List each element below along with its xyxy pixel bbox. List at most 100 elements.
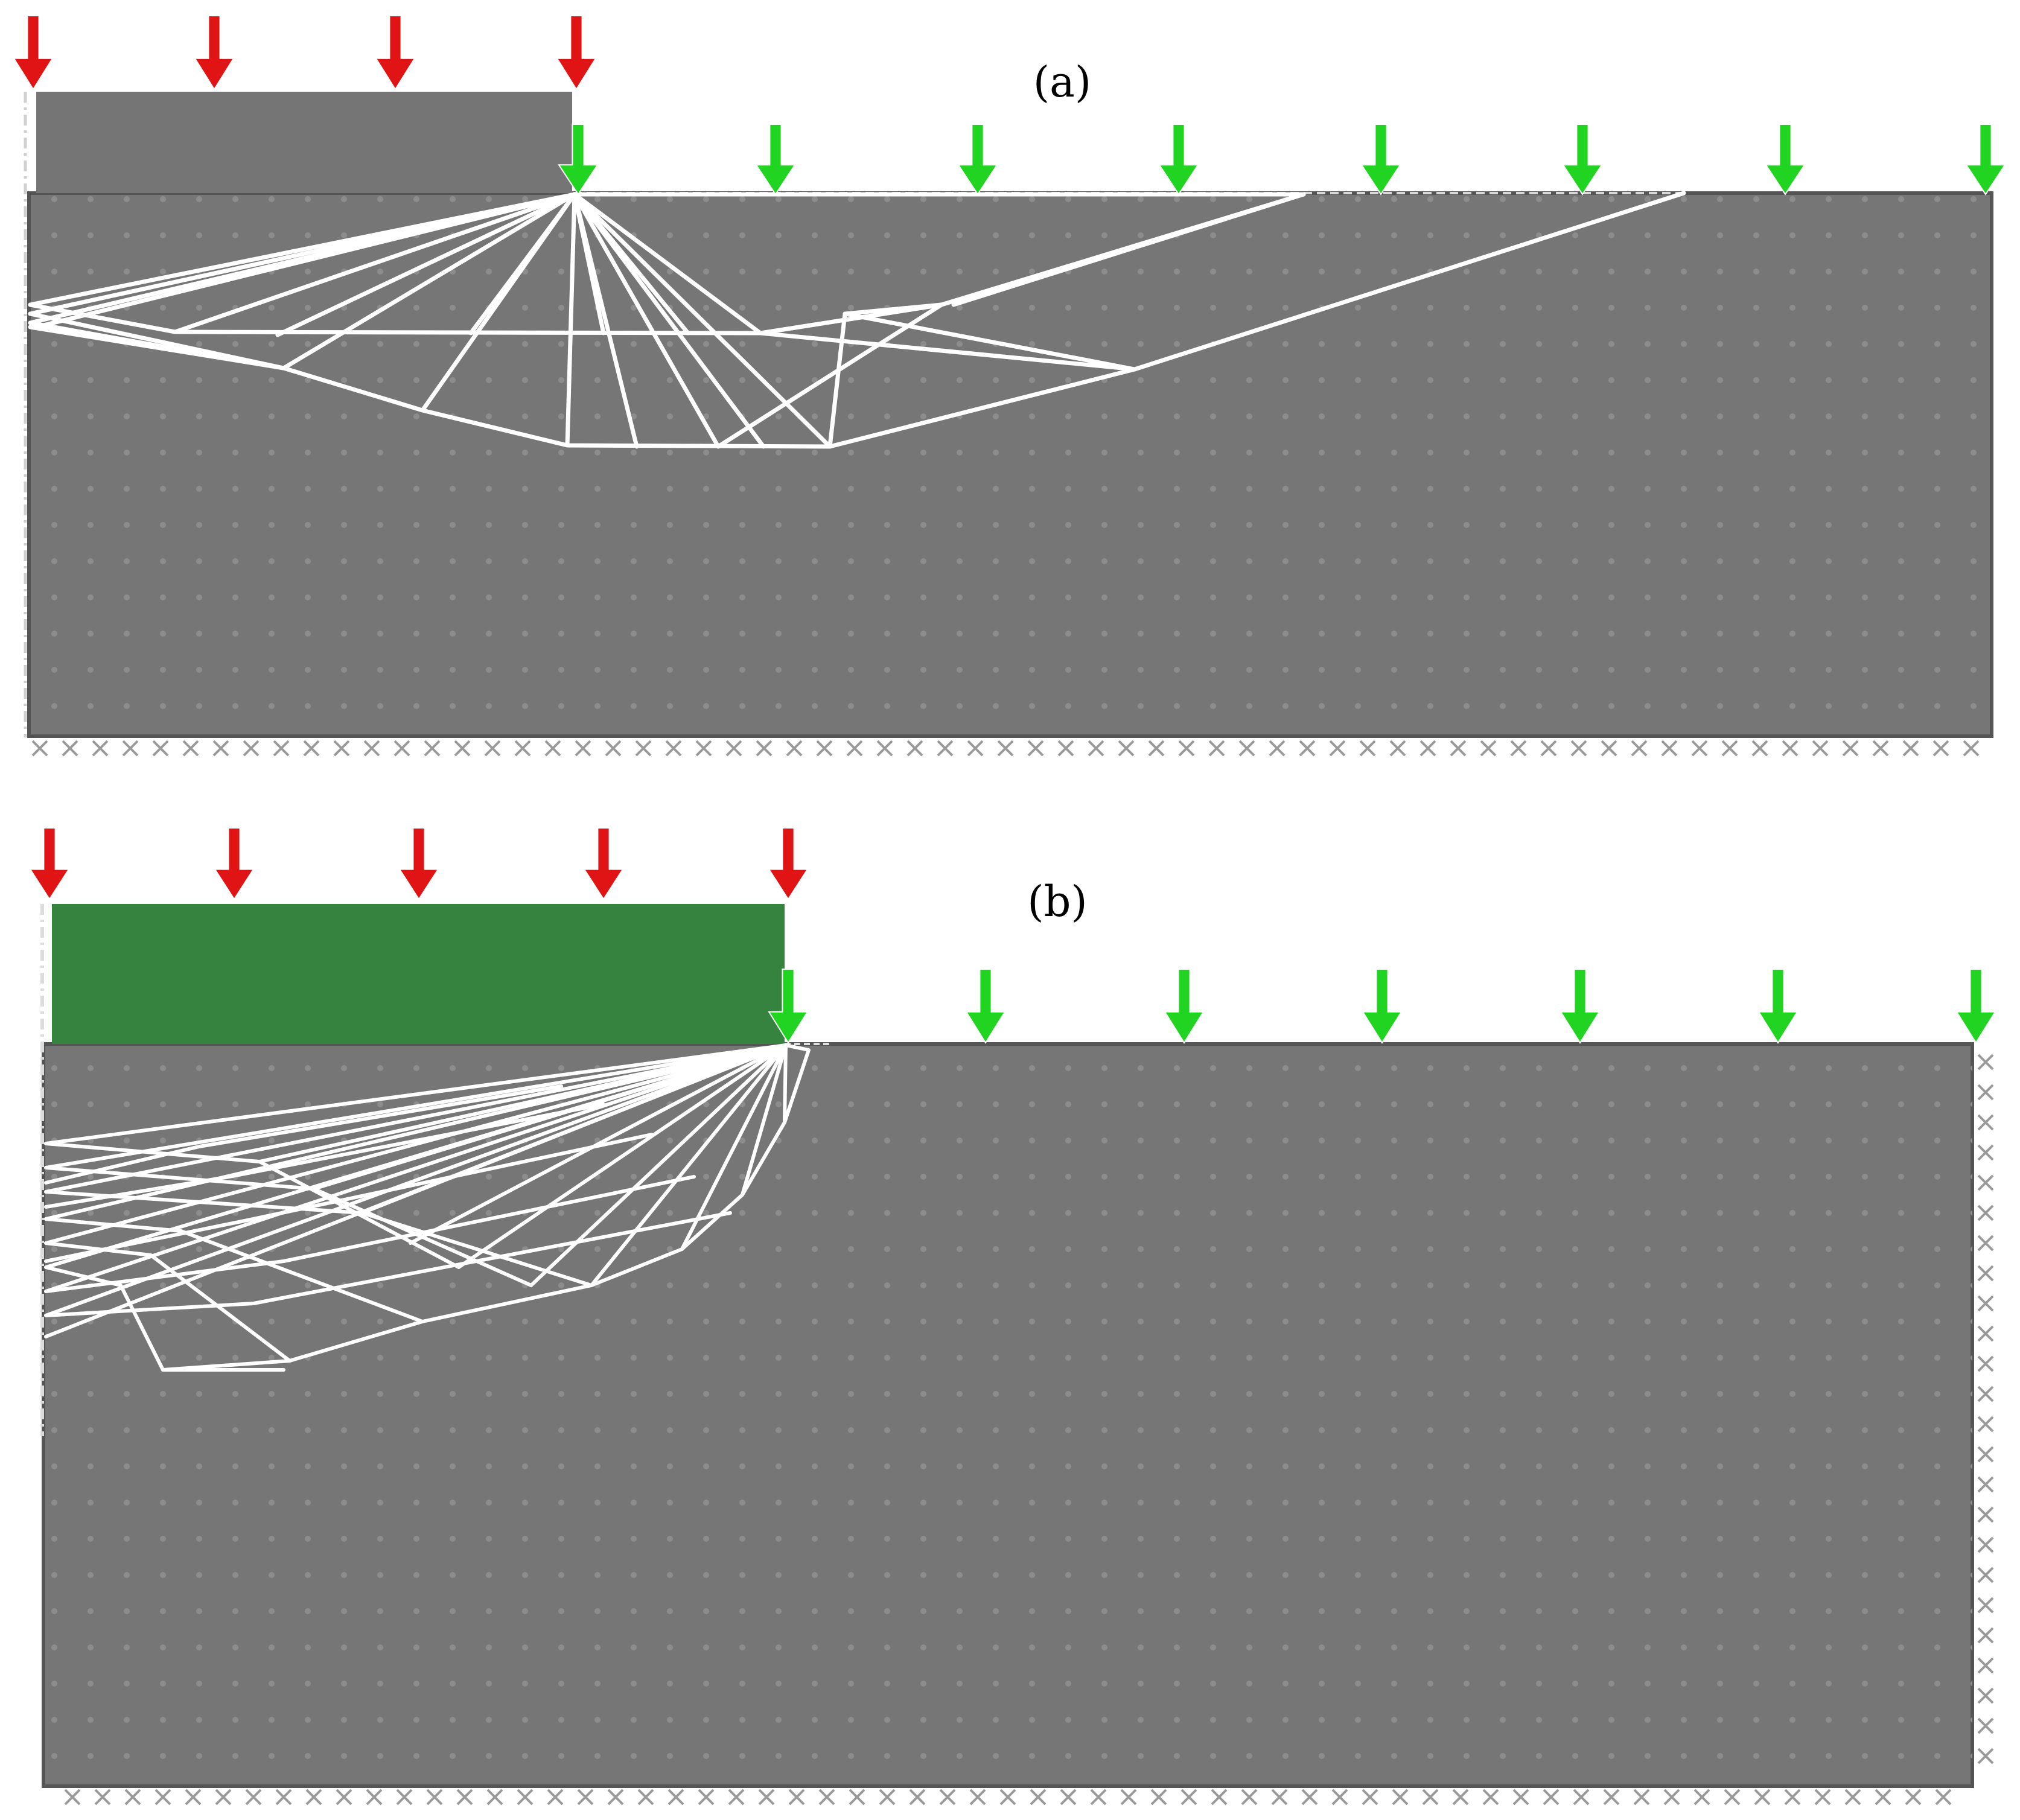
- mesh-ray-a: [468, 192, 577, 336]
- mesh-ray-a: [572, 192, 766, 449]
- cross-mark-icon: [846, 740, 863, 757]
- red-down-arrow-icon: [556, 15, 597, 91]
- cross-mark-icon: [454, 740, 471, 757]
- cross-mark-icon: [967, 740, 984, 757]
- cross-mark-icon: [1027, 740, 1044, 757]
- cross-mark-icon: [665, 740, 682, 757]
- green-down-arrow-icon: [1965, 124, 2006, 196]
- cross-mark-icon: [92, 740, 109, 757]
- cross-mark-icon: [1977, 1446, 1994, 1463]
- green-down-arrow-icon: [755, 124, 796, 196]
- footing-load-arrows-a: [13, 15, 597, 91]
- cross-mark-icon: [1512, 1789, 1529, 1806]
- mesh-line-a: [716, 302, 944, 449]
- cross-mark-icon: [818, 1789, 835, 1806]
- cross-mark-icon: [1977, 1355, 1994, 1372]
- mesh-ray-b: [783, 1043, 788, 1124]
- mesh-ray-b: [457, 1043, 788, 1269]
- cross-mark-icon: [667, 1789, 684, 1806]
- cross-mark-icon: [122, 740, 139, 757]
- cross-mark-icon: [1060, 1789, 1077, 1806]
- cross-mark-icon: [486, 1789, 503, 1806]
- soil-dots-b: [43, 1044, 1972, 1786]
- cross-mark-icon: [1977, 1476, 1994, 1493]
- cross-mark-icon: [426, 1789, 443, 1806]
- cross-mark-icon: [182, 740, 199, 757]
- mesh-line-b: [44, 1211, 732, 1317]
- mesh-line-b: [44, 1166, 533, 1287]
- cross-mark-icon: [1693, 1789, 1710, 1806]
- fixity-marks-a: [31, 740, 1980, 757]
- cross-mark-icon: [544, 740, 561, 757]
- cross-mark-icon: [1180, 1789, 1197, 1806]
- red-down-arrow-icon: [583, 827, 624, 900]
- panel-label-b: (b): [1027, 877, 1087, 926]
- mesh-line-b: [44, 1241, 292, 1363]
- cross-mark-icon: [484, 740, 501, 757]
- mesh-line-a: [28, 311, 286, 371]
- cross-mark-icon: [876, 740, 893, 757]
- cross-mark-icon: [788, 1789, 805, 1806]
- mesh-ray-b: [529, 1043, 788, 1287]
- mesh-line-b: [44, 1217, 424, 1323]
- cross-mark-icon: [999, 1789, 1016, 1806]
- cross-mark-icon: [1782, 740, 1799, 757]
- mesh-ray-b: [360, 1043, 788, 1215]
- cross-mark-icon: [1977, 1325, 1994, 1342]
- cross-mark-icon: [1150, 1789, 1167, 1806]
- cross-mark-icon: [1814, 1789, 1831, 1806]
- red-down-arrow-icon: [375, 15, 416, 91]
- cross-mark-icon: [124, 1789, 141, 1806]
- cross-mark-icon: [1030, 1789, 1047, 1806]
- cross-mark-icon: [1977, 1748, 1994, 1764]
- cross-mark-icon: [575, 740, 591, 757]
- cross-mark-icon: [607, 1789, 624, 1806]
- cross-mark-icon: [1977, 1084, 1994, 1101]
- cross-mark-icon: [273, 740, 290, 757]
- mesh-ray-a: [572, 192, 690, 336]
- cross-mark-icon: [786, 740, 803, 757]
- cross-mark-icon: [212, 740, 229, 757]
- cross-mark-icon: [245, 1789, 262, 1806]
- green-down-arrow-icon: [1158, 124, 1199, 196]
- cross-mark-icon: [456, 1789, 473, 1806]
- cross-mark-icon: [1905, 1789, 1922, 1806]
- cross-mark-icon: [1118, 740, 1135, 757]
- cross-mark-icon: [1977, 1174, 1994, 1191]
- footing-a: [36, 92, 572, 193]
- cross-mark-icon: [1754, 1789, 1771, 1806]
- mesh-line-a: [843, 302, 944, 316]
- red-down-arrow-icon: [768, 827, 809, 900]
- cross-mark-icon: [155, 1789, 171, 1806]
- cross-mark-icon: [185, 1789, 202, 1806]
- cross-mark-icon: [1271, 1789, 1288, 1806]
- cross-mark-icon: [1977, 1265, 1994, 1282]
- cross-mark-icon: [1178, 740, 1195, 757]
- mesh-ray-a: [572, 192, 763, 336]
- red-down-arrow-icon: [29, 827, 70, 900]
- mesh-ray-a: [275, 192, 577, 337]
- cross-mark-icon: [1977, 1054, 1994, 1071]
- cross-mark-icon: [1540, 740, 1557, 757]
- cross-mark-icon: [969, 1789, 986, 1806]
- cross-mark-icon: [94, 1789, 111, 1806]
- cross-mark-icon: [514, 740, 531, 757]
- mesh-ray-b: [44, 1043, 788, 1293]
- green-down-arrow-icon: [1560, 969, 1601, 1044]
- cross-mark-icon: [1450, 740, 1467, 757]
- cross-mark-icon: [1977, 1295, 1994, 1312]
- green-down-arrow-icon: [558, 124, 599, 196]
- cross-mark-icon: [1088, 740, 1104, 757]
- cross-mark-icon: [215, 1789, 232, 1806]
- cross-mark-icon: [939, 1789, 956, 1806]
- mesh-ray-b: [741, 1043, 788, 1197]
- failure-mesh-a: [28, 191, 1686, 449]
- cross-mark-icon: [1573, 1789, 1590, 1806]
- cross-mark-icon: [1872, 740, 1889, 757]
- cross-mark-icon: [1480, 740, 1497, 757]
- cross-mark-icon: [243, 740, 260, 757]
- red-down-arrow-icon: [13, 15, 54, 91]
- cross-mark-icon: [62, 740, 78, 757]
- mesh-ray-b: [44, 1043, 788, 1145]
